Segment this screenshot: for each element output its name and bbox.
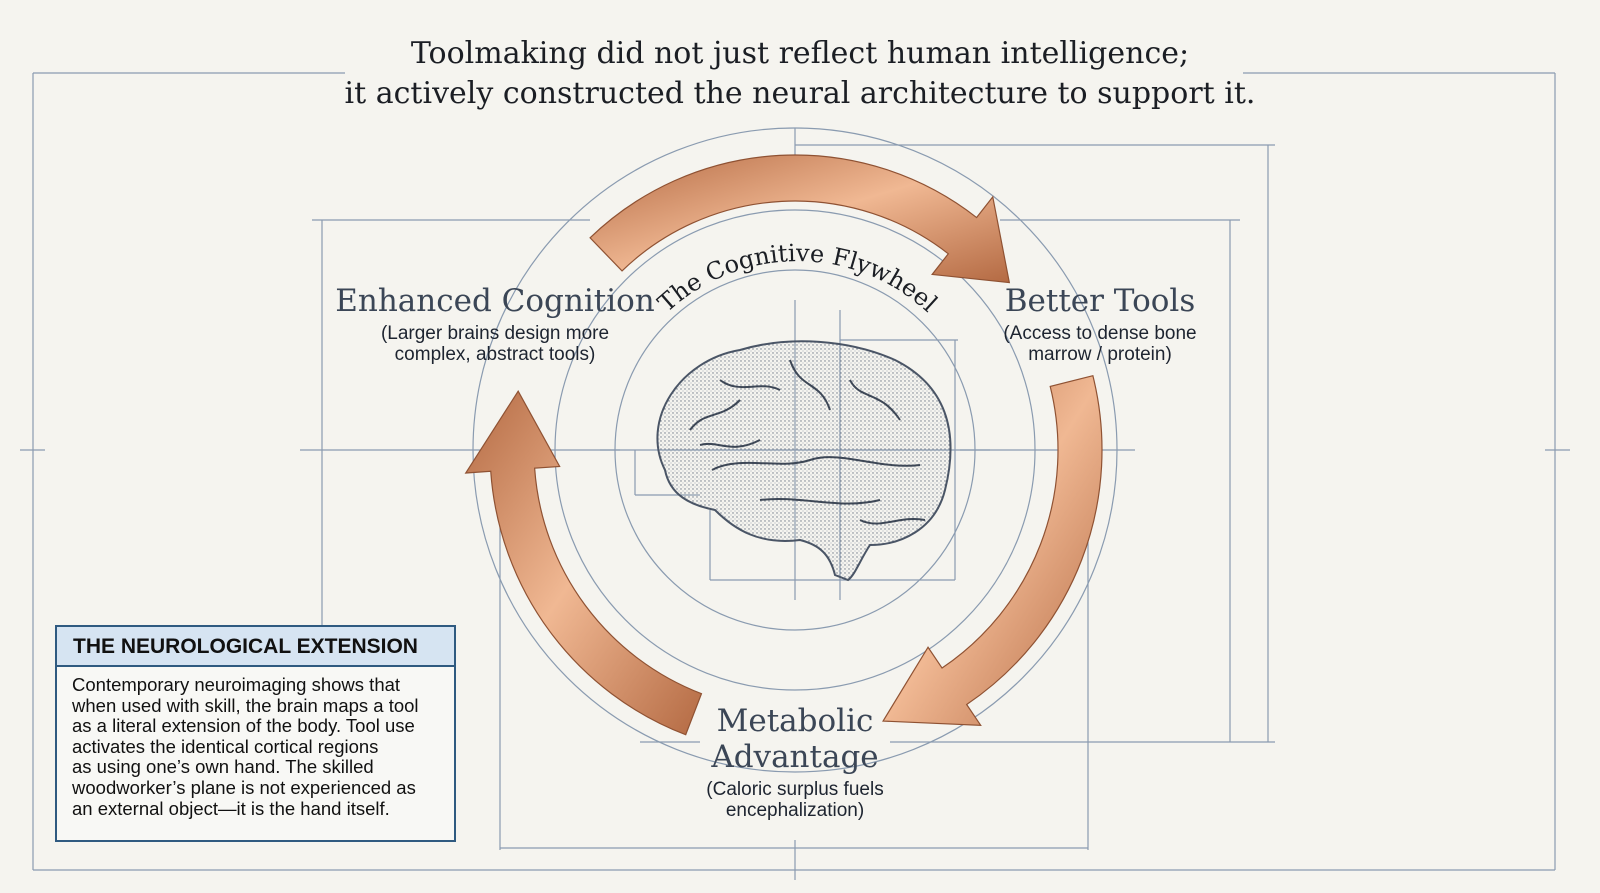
node-heading: Metabolic — [716, 703, 874, 739]
arrow-metabolic-to-cognition — [464, 389, 703, 736]
info-box-line: as using one’s own hand. The skilled — [72, 756, 374, 778]
info-box-line: when used with skill, the brain maps a t… — [72, 694, 419, 716]
node-desc: (Larger brains design more — [380, 323, 610, 344]
node-desc: complex, abstract tools) — [394, 344, 596, 365]
node-heading: Better Tools — [1004, 283, 1196, 319]
page-title: Toolmaking did not just reflect human in… — [0, 34, 1600, 114]
arrow-tools-to-metabolic — [882, 375, 1103, 726]
flywheel-label: The Cognitive Flywheel — [653, 239, 943, 317]
node-heading: Enhanced Cognition — [335, 283, 655, 319]
node-desc: encephalization) — [725, 800, 865, 821]
node-heading: Advantage — [711, 739, 879, 775]
arrow-cognition-to-tools — [589, 154, 1011, 284]
info-box-line: as a literal extension of the body. Tool… — [72, 715, 415, 737]
node-desc: marrow / protein) — [1028, 344, 1172, 365]
info-box-heading: THE NEUROLOGICAL EXTENSION — [57, 627, 454, 667]
info-box-line: Contemporary neuroimaging shows that — [72, 674, 401, 695]
flywheel-arrows — [464, 154, 1103, 736]
node-metabolic-advantage: Metabolic Advantage (Caloric surplus fue… — [680, 703, 910, 821]
info-box-line: woodworker’s plane is not experienced as — [72, 776, 416, 798]
info-box-neurological-extension: THE NEUROLOGICAL EXTENSION Contemporary … — [55, 625, 456, 842]
info-box-line: an external object—it is the hand itself… — [72, 797, 390, 819]
brain-illustration — [656, 340, 952, 582]
node-enhanced-cognition: Enhanced Cognition (Larger brains design… — [330, 283, 660, 365]
title-line-2: it actively constructed the neural archi… — [344, 76, 1256, 111]
title-line-1: Toolmaking did not just reflect human in… — [410, 36, 1190, 71]
node-desc: (Caloric surplus fuels — [706, 779, 884, 800]
info-box-line: activates the identical cortical regions — [72, 735, 379, 757]
node-desc: (Access to dense bone — [1003, 323, 1197, 344]
